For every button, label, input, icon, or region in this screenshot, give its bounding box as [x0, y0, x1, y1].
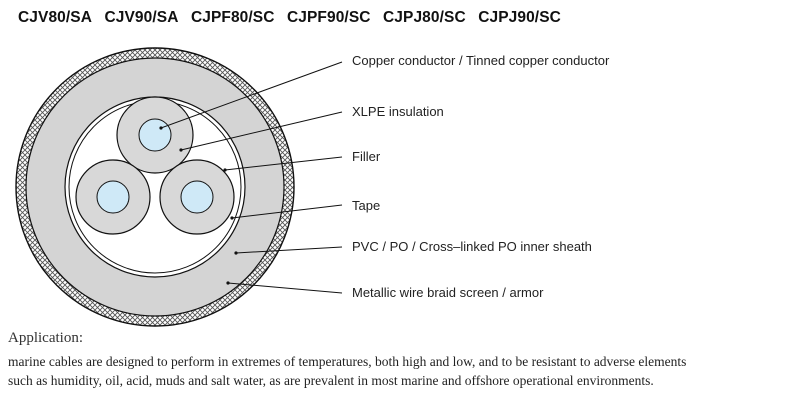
model-code: CJV80/SA [18, 9, 93, 26]
leader-inner-sheath [235, 246, 343, 254]
leader-braid [227, 282, 343, 294]
label-filler: Filler [352, 149, 381, 164]
label-inner-sheath: PVC / PO / Cross–linked PO inner sheath [352, 239, 592, 254]
label-conductor: Copper conductor / Tinned copper conduct… [352, 53, 610, 68]
core-conductor-top [138, 118, 172, 152]
model-code: CJPJ80/SC [383, 9, 466, 26]
leader-tape [231, 204, 343, 219]
label-insulation: XLPE insulation [352, 104, 444, 119]
model-code: CJPJ90/SC [478, 9, 561, 26]
model-list: CJV80/SA CJV90/SA CJPF80/SC CJPF90/SC CJ… [18, 9, 569, 27]
leader-insulation [180, 111, 343, 151]
model-code: CJV90/SA [104, 9, 179, 26]
core-conductor-right [180, 180, 214, 214]
label-tape: Tape [352, 198, 381, 213]
application-heading: Application: [8, 330, 83, 346]
label-braid: Metallic wire braid screen / armor [352, 285, 544, 300]
core-conductor-left [96, 180, 130, 214]
model-code: CJPF90/SC [286, 9, 371, 26]
leader-filler [224, 156, 343, 171]
model-code: CJPF80/SC [190, 9, 275, 26]
leader-conductor [160, 61, 343, 129]
application-description: marine cables are designed to perform in… [8, 354, 687, 388]
